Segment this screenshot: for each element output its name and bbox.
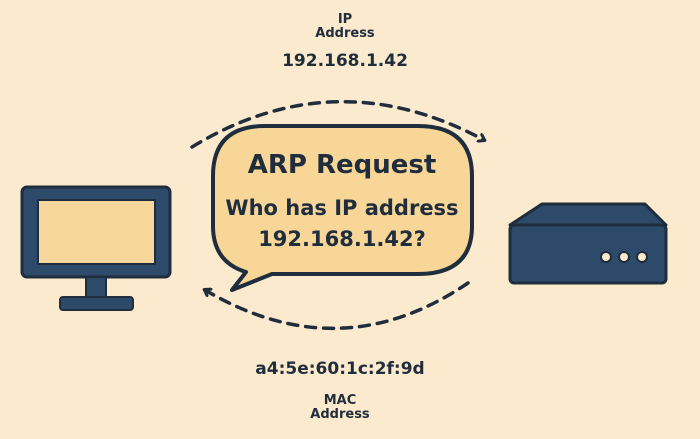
- bottom-dashed-arrow: [205, 281, 470, 330]
- bubble-title: ARP Request: [247, 150, 437, 180]
- computer-monitor-icon: [20, 185, 172, 311]
- mac-label-line2: Address: [310, 407, 370, 422]
- ip-address-label: IP Address: [300, 13, 390, 41]
- ip-label-line1: IP: [337, 12, 353, 27]
- mac-address-label: MAC Address: [295, 394, 385, 422]
- ip-label-line2: Address: [315, 26, 375, 41]
- mac-label-line1: MAC: [323, 393, 357, 408]
- router-icon: [508, 202, 668, 285]
- ip-address-value: 192.168.1.42: [282, 51, 408, 71]
- top-dashed-arrow: [190, 100, 484, 149]
- speech-bubble: [211, 124, 474, 292]
- bubble-line1: Who has IP address: [225, 196, 459, 220]
- bubble-line2: 192.168.1.42?: [258, 227, 426, 251]
- mac-address-value: a4:5e:60:1c:2f:9d: [255, 359, 425, 379]
